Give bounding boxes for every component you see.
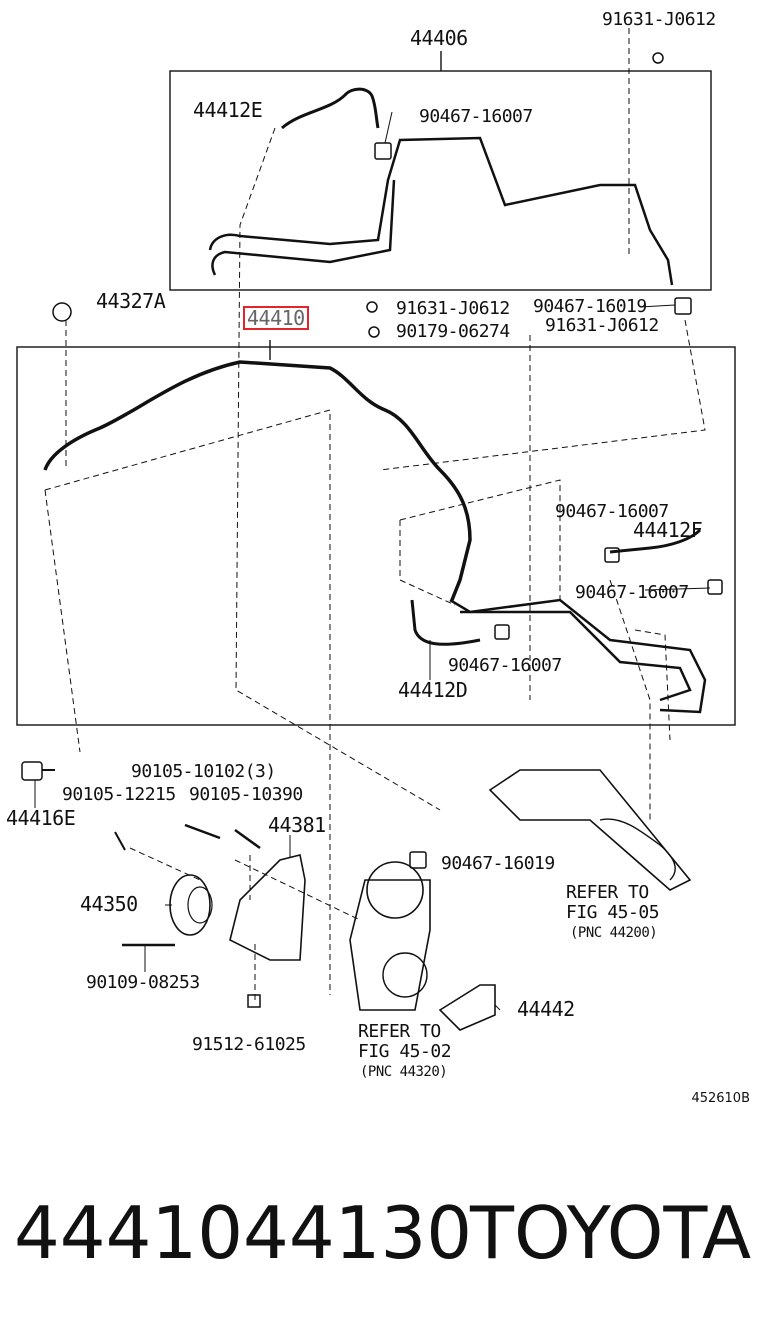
figure-code: 452610B [691,1091,750,1106]
label-91512: 91512-61025 [192,1034,306,1055]
link-44442 [438,984,496,1031]
footer-brand: TOYOTA [470,1191,752,1275]
label-91631-a: 91631-J0612 [602,9,716,30]
refer-1-line3: (PNC 44200) [570,925,658,941]
label-90467-e: 90467-16007 [448,655,562,676]
label-91631-c: 91631-J0612 [545,315,659,336]
label-44381: 44381 [268,813,326,837]
label-90467-f: 90467-16019 [441,853,555,874]
refer-1-line2: FIG 45-05 [566,902,660,923]
pipe-upper [208,136,674,286]
box-44410 [16,346,736,726]
label-90105-c: 90105-10390 [189,784,303,805]
refer-1-line1: REFER TO [566,882,649,903]
label-44442: 44442 [517,997,575,1021]
footer-part-number: 4441044130 [14,1191,473,1275]
refer-2-line3: (PNC 44320) [360,1064,448,1080]
label-44350: 44350 [80,892,138,916]
label-90109: 90109-08253 [86,972,200,993]
label-90467-c: 90467-16007 [555,501,669,522]
label-44412d: 44412D [398,678,468,702]
pulley-44350 [169,874,211,936]
label-90467-d: 90467-16007 [575,582,689,603]
hose-44412e [281,87,380,130]
label-90105-b: 90105-12215 [62,784,176,805]
label-90179: 90179-06274 [396,321,510,342]
label-90467-b: 90467-16019 [533,296,647,317]
label-90105-a: 90105-10102(3) [131,761,276,782]
label-44410-highlight[interactable]: 44410 [243,306,309,330]
hose-44412f [609,528,702,554]
label-90467-a: 90467-16007 [419,106,533,127]
label-91631-b: 91631-J0612 [396,298,510,319]
steering-rack [488,769,692,891]
hose-44410 [43,360,472,601]
refer-2-line1: REFER TO [358,1021,441,1042]
pump [349,879,431,1011]
refer-2-line2: FIG 45-02 [358,1041,452,1062]
parts-diagram [16,28,736,1031]
hose-44412d [410,599,481,646]
label-44412f: 44412F [633,518,703,542]
label-44416e: 44416E [6,806,76,830]
label-44406: 44406 [410,26,468,50]
label-44327a: 44327A [96,289,166,313]
bracket-44381 [229,854,306,961]
label-44412e: 44412E [193,98,263,122]
